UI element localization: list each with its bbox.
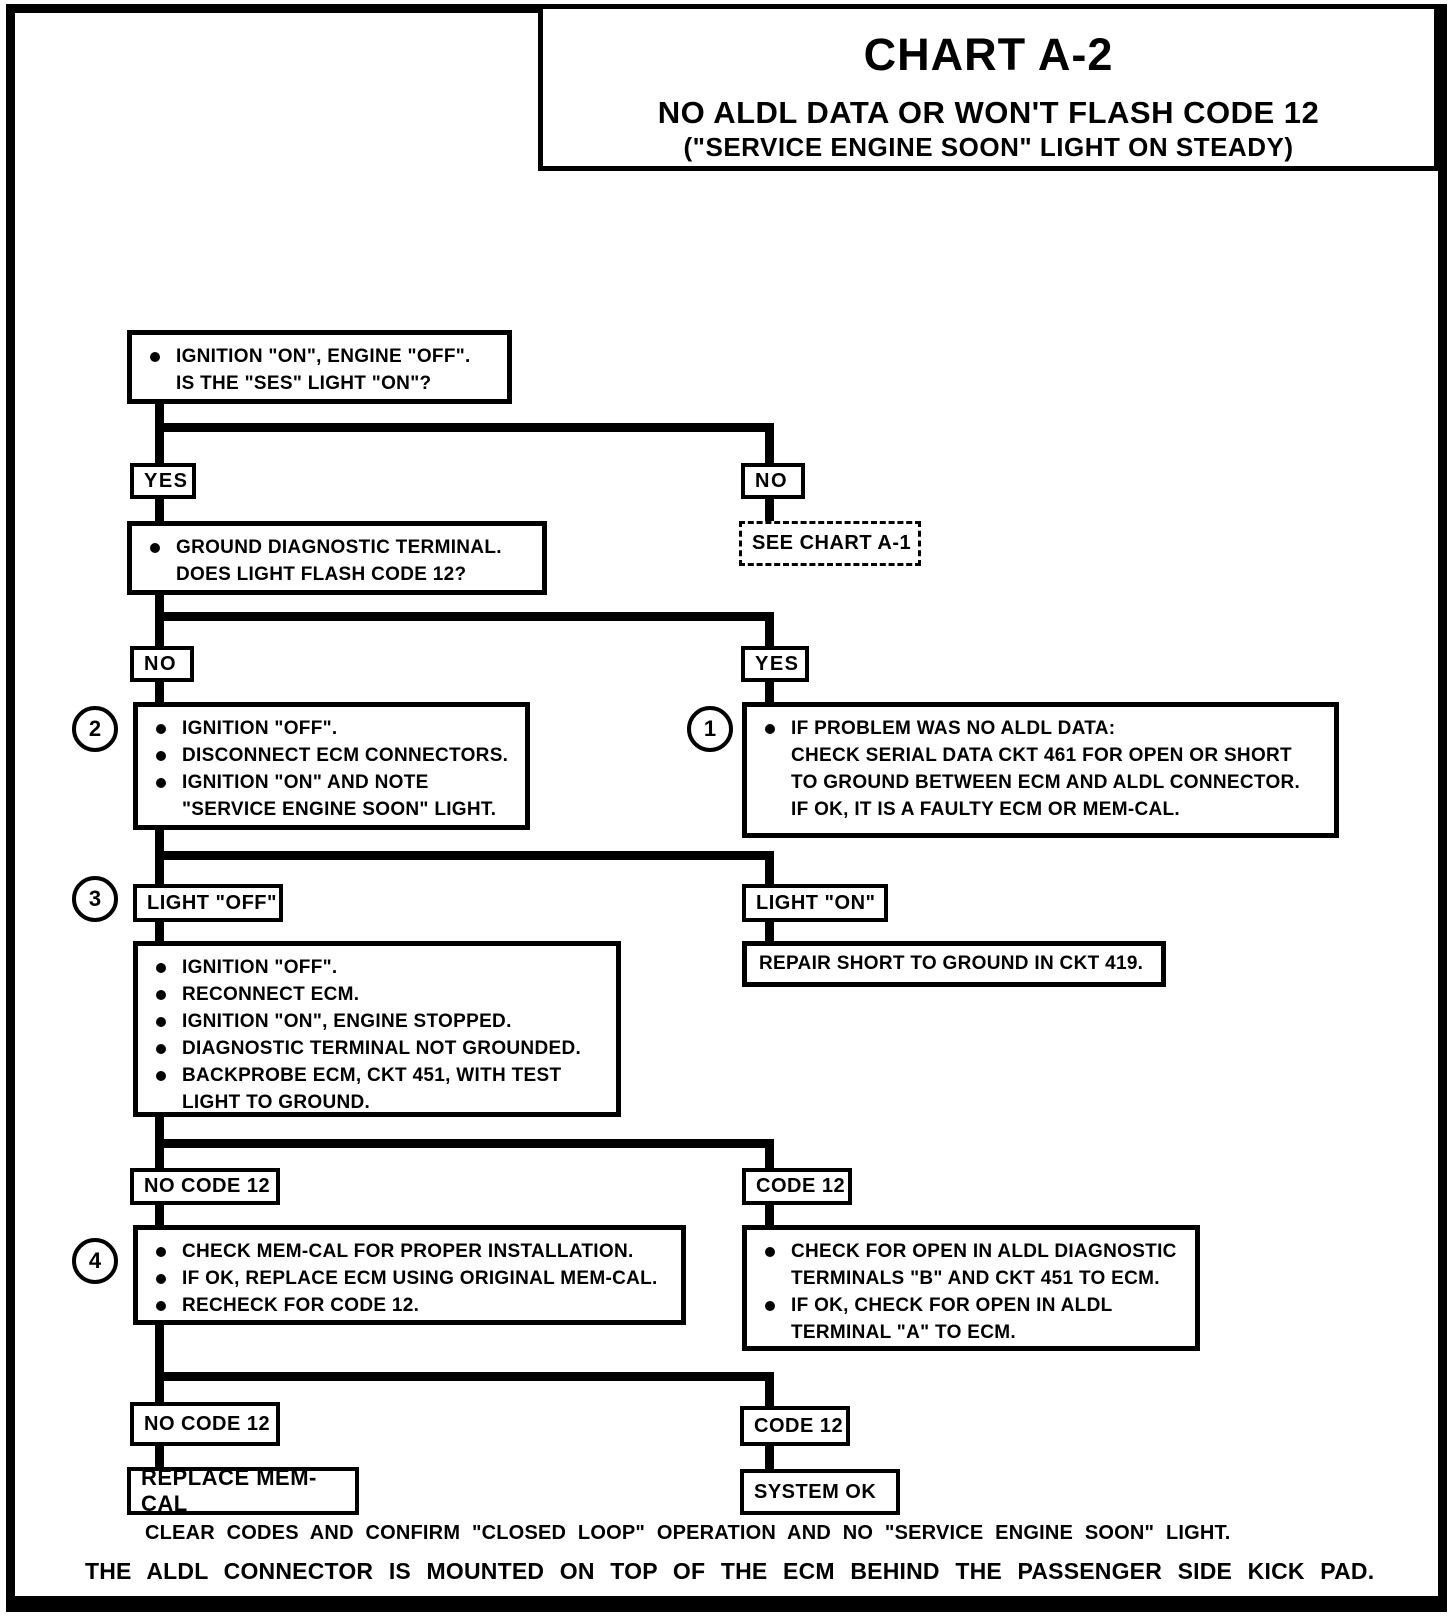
label-code-12-a: CODE 12 bbox=[742, 1168, 852, 1205]
bullet-marker bbox=[156, 1301, 166, 1311]
label-yes-1: YES bbox=[130, 463, 196, 499]
step-number-badge-1: 1 bbox=[687, 706, 733, 752]
bullet-line: IGNITION "OFF". bbox=[140, 715, 519, 742]
node-system-ok: SYSTEM OK bbox=[740, 1469, 900, 1515]
bullet-marker bbox=[156, 963, 166, 973]
bullet-line: RECHECK FOR CODE 12. bbox=[140, 1292, 675, 1319]
connector bbox=[765, 1205, 774, 1225]
bullet-line: DISCONNECT ECM CONNECTORS. bbox=[140, 742, 519, 769]
bullet-marker bbox=[156, 778, 166, 788]
text-line: CHECK SERIAL DATA CKT 461 FOR OPEN OR SH… bbox=[791, 745, 1292, 766]
bullet-line: IF PROBLEM WAS NO ALDL DATA: bbox=[749, 715, 1328, 742]
connector bbox=[765, 851, 774, 884]
bullet-marker bbox=[150, 352, 160, 362]
text-line: "SERVICE ENGINE SOON" LIGHT. bbox=[182, 799, 497, 820]
bullet-line: IF OK, CHECK FOR OPEN IN ALDL bbox=[749, 1292, 1189, 1319]
connector bbox=[155, 682, 164, 702]
bullet-marker bbox=[765, 1247, 775, 1257]
label-no-2: NO bbox=[130, 646, 194, 682]
text-line: LIGHT TO GROUND. bbox=[182, 1092, 371, 1113]
bullet-line: CHECK MEM-CAL FOR PROPER INSTALLATION. bbox=[140, 1238, 675, 1265]
bullet-marker bbox=[156, 724, 166, 734]
chart-subtitle: NO ALDL DATA OR WON'T FLASH CODE 12 bbox=[657, 95, 1320, 130]
connector bbox=[155, 851, 774, 860]
connector bbox=[155, 402, 164, 464]
connector bbox=[155, 1139, 774, 1148]
connector bbox=[155, 498, 164, 522]
bullet-line: DIAGNOSTIC TERMINAL NOT GROUNDED. bbox=[140, 1035, 610, 1062]
label-no-code-12-b: NO CODE 12 bbox=[130, 1402, 280, 1446]
node-check-memcal: CHECK MEM-CAL FOR PROPER INSTALLATION. I… bbox=[133, 1225, 686, 1325]
chart-title: CHART A-2 bbox=[863, 29, 1114, 80]
connector bbox=[765, 922, 774, 941]
node-disconnect-ecm: IGNITION "OFF". DISCONNECT ECM CONNECTOR… bbox=[133, 702, 530, 830]
bullet-line: IGNITION "OFF". bbox=[140, 954, 610, 981]
connector bbox=[155, 1372, 774, 1381]
bullet-marker bbox=[765, 724, 775, 734]
connector bbox=[155, 1325, 164, 1402]
label-light-on: LIGHT "ON" bbox=[742, 884, 888, 922]
chart-subtitle-2: ("SERVICE ENGINE SOON" LIGHT ON STEADY) bbox=[683, 132, 1294, 162]
label-no-1: NO bbox=[741, 463, 805, 499]
footer-note-aldl-location: THE ALDL CONNECTOR IS MOUNTED ON TOP OF … bbox=[85, 1558, 1375, 1584]
step-number-badge-4: 4 bbox=[72, 1238, 118, 1284]
connector bbox=[765, 612, 774, 646]
connector bbox=[155, 612, 774, 621]
connector bbox=[765, 423, 774, 464]
bullet-marker bbox=[156, 1017, 166, 1027]
bullet-line: GROUND DIAGNOSTIC TERMINAL. bbox=[134, 534, 536, 561]
node-ground-diagnostic: GROUND DIAGNOSTIC TERMINAL. DOES LIGHT F… bbox=[127, 521, 547, 595]
bullet-marker bbox=[156, 1044, 166, 1054]
connector bbox=[765, 1139, 774, 1168]
connector bbox=[155, 1444, 164, 1467]
connector bbox=[765, 1372, 774, 1406]
connector bbox=[765, 682, 774, 702]
bullet-line: BACKPROBE ECM, CKT 451, WITH TEST bbox=[140, 1062, 610, 1089]
step-number-badge-3: 3 bbox=[72, 876, 118, 922]
bullet-marker bbox=[156, 1247, 166, 1257]
text-line: TERMINALS "B" AND CKT 451 TO ECM. bbox=[791, 1268, 1160, 1289]
label-no-code-12-a: NO CODE 12 bbox=[130, 1168, 280, 1205]
bullet-marker bbox=[156, 1274, 166, 1284]
node-backprobe-ecm: IGNITION "OFF". RECONNECT ECM. IGNITION … bbox=[133, 941, 621, 1117]
title-box: CHART A-2 NO ALDL DATA OR WON'T FLASH CO… bbox=[538, 4, 1439, 171]
node-ses-check: IGNITION "ON", ENGINE "OFF". IS THE "SES… bbox=[127, 330, 512, 404]
bullet-marker bbox=[765, 1301, 775, 1311]
text-line: IS THE "SES" LIGHT "ON"? bbox=[176, 373, 432, 394]
bullet-marker bbox=[156, 990, 166, 1000]
bullet-line: IGNITION "ON", ENGINE STOPPED. bbox=[140, 1008, 610, 1035]
node-check-aldl-open: CHECK FOR OPEN IN ALDL DIAGNOSTIC TERMIN… bbox=[742, 1225, 1200, 1351]
connector bbox=[155, 1205, 164, 1225]
bullet-marker bbox=[156, 1071, 166, 1081]
node-check-serial-data: IF PROBLEM WAS NO ALDL DATA: CHECK SERIA… bbox=[742, 702, 1339, 838]
text-line: IF OK, IT IS A FAULTY ECM OR MEM-CAL. bbox=[791, 799, 1180, 820]
connector bbox=[155, 922, 164, 941]
node-replace-memcal: REPLACE MEM-CAL bbox=[127, 1465, 359, 1516]
label-yes-2: YES bbox=[741, 646, 809, 682]
bullet-line: RECONNECT ECM. bbox=[140, 981, 610, 1008]
text-line: DOES LIGHT FLASH CODE 12? bbox=[176, 564, 467, 585]
label-light-off: LIGHT "OFF" bbox=[133, 884, 283, 922]
bullet-line: CHECK FOR OPEN IN ALDL DIAGNOSTIC bbox=[749, 1238, 1189, 1265]
bullet-line: IGNITION "ON" AND NOTE bbox=[140, 769, 519, 796]
step-number-badge-2: 2 bbox=[72, 706, 118, 752]
connector bbox=[765, 1446, 774, 1469]
connector bbox=[765, 498, 774, 522]
connector bbox=[155, 423, 774, 432]
bullet-marker bbox=[156, 751, 166, 761]
bullet-marker bbox=[150, 543, 160, 553]
text-line: TERMINAL "A" TO ECM. bbox=[791, 1322, 1016, 1343]
bullet-line: IF OK, REPLACE ECM USING ORIGINAL MEM-CA… bbox=[140, 1265, 675, 1292]
text-line: TO GROUND BETWEEN ECM AND ALDL CONNECTOR… bbox=[791, 772, 1301, 793]
bullet-line: IGNITION "ON", ENGINE "OFF". bbox=[134, 343, 501, 370]
footer-note-clear-codes: CLEAR CODES AND CONFIRM "CLOSED LOOP" OP… bbox=[145, 1522, 1231, 1544]
label-code-12-b: CODE 12 bbox=[740, 1406, 850, 1446]
node-see-chart-a1: SEE CHART A-1 bbox=[739, 521, 921, 566]
node-repair-short-ckt419: REPAIR SHORT TO GROUND IN CKT 419. bbox=[742, 941, 1166, 987]
